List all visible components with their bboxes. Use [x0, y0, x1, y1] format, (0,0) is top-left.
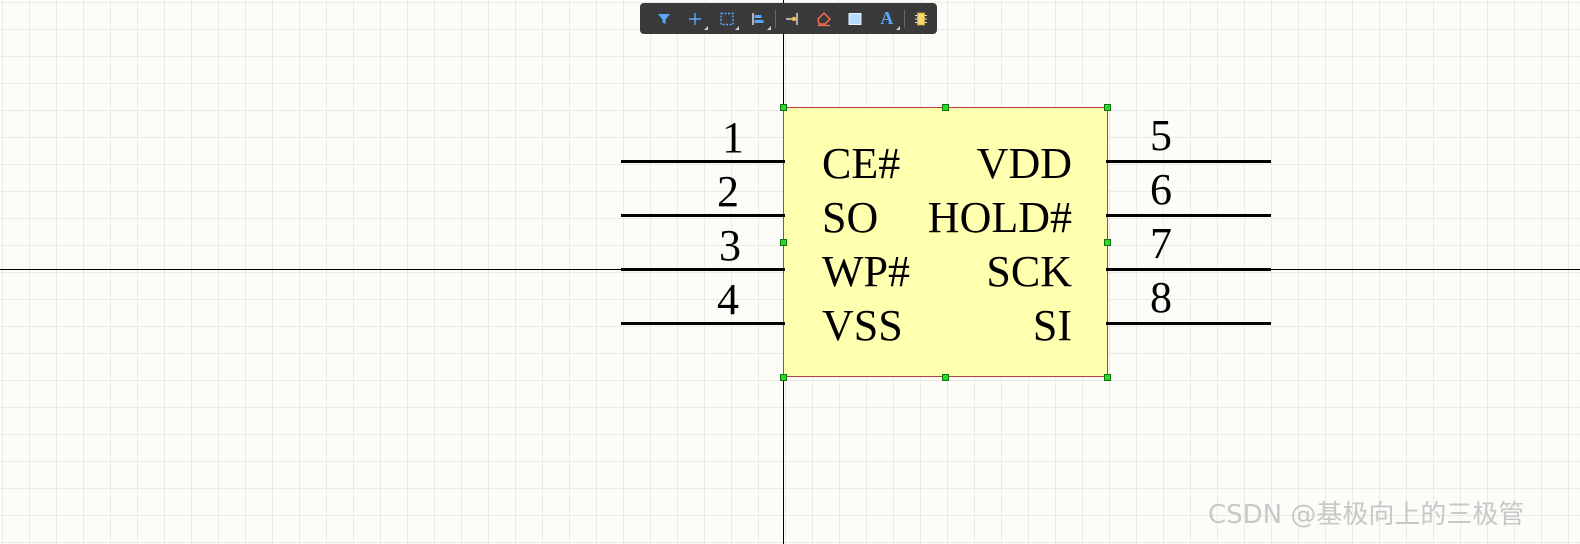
selection-handle-top-left[interactable]	[780, 104, 787, 111]
select-rect-icon	[719, 12, 734, 25]
pin-line-8[interactable]	[1106, 322, 1271, 325]
pin-line-6[interactable]	[1106, 214, 1271, 217]
dropdown-indicator	[766, 25, 771, 30]
text-button[interactable]: A	[871, 5, 902, 33]
pin-line-5[interactable]	[1106, 160, 1271, 163]
active-bar-toolbar: A	[640, 3, 937, 34]
pin-number-1: 1	[722, 113, 744, 162]
pin-line-7[interactable]	[1106, 268, 1271, 271]
pin-number-6: 6	[1150, 165, 1172, 214]
eraser-icon	[817, 11, 832, 26]
dropdown-indicator	[703, 25, 708, 30]
dropdown-indicator	[735, 25, 740, 30]
pin-name-2: SO	[822, 193, 879, 242]
pin-name-4: VSS	[822, 301, 903, 350]
component-body[interactable]	[783, 107, 1108, 377]
pin-name-7: SCK	[986, 247, 1072, 296]
align-button[interactable]	[742, 5, 773, 33]
pin-number-5: 5	[1150, 111, 1172, 160]
pin-name-6: HOLD#	[927, 193, 1072, 242]
dropdown-indicator	[895, 25, 900, 30]
eraser-button[interactable]	[808, 5, 839, 33]
pin-name-3: WP#	[822, 247, 910, 296]
rectangle-icon	[848, 12, 862, 25]
place-pin-icon	[785, 12, 798, 25]
selection-handle-top-middle[interactable]	[942, 104, 949, 111]
crosshair-button[interactable]	[679, 5, 710, 33]
crosshair-icon	[689, 12, 702, 25]
selection-handle-middle-left[interactable]	[780, 239, 787, 246]
select-rect-button[interactable]	[711, 5, 742, 33]
component-icon	[915, 12, 928, 25]
filter-button[interactable]	[648, 5, 679, 33]
pin-number-2: 2	[717, 167, 739, 216]
selection-handle-top-right[interactable]	[1104, 104, 1111, 111]
pin-number-7: 7	[1150, 219, 1172, 268]
watermark: CSDN @基极向上的三极管	[1208, 500, 1525, 530]
selection-handle-middle-right[interactable]	[1104, 239, 1111, 246]
pin-line-1[interactable]	[621, 160, 785, 163]
place-pin-button[interactable]	[777, 5, 808, 33]
selection-handle-bottom-right[interactable]	[1104, 374, 1111, 381]
filter-icon	[657, 13, 670, 24]
component-button[interactable]	[906, 5, 937, 33]
pin-line-3[interactable]	[621, 268, 785, 271]
align-icon	[752, 12, 764, 25]
pin-line-4[interactable]	[621, 322, 785, 325]
toolbar-separator	[774, 9, 776, 28]
text-icon: A	[880, 8, 894, 28]
toolbar-separator	[903, 9, 905, 28]
pin-number-8: 8	[1150, 273, 1172, 322]
rectangle-button[interactable]	[840, 5, 871, 33]
pin-number-3: 3	[719, 221, 741, 270]
selection-handle-bottom-left[interactable]	[780, 374, 787, 381]
pin-number-4: 4	[717, 275, 739, 324]
pin-name-8: SI	[1032, 301, 1072, 350]
pin-name-5: VDD	[976, 139, 1072, 188]
pin-line-2[interactable]	[621, 214, 785, 217]
selection-handle-bottom-middle[interactable]	[942, 374, 949, 381]
pin-name-1: CE#	[822, 139, 901, 188]
